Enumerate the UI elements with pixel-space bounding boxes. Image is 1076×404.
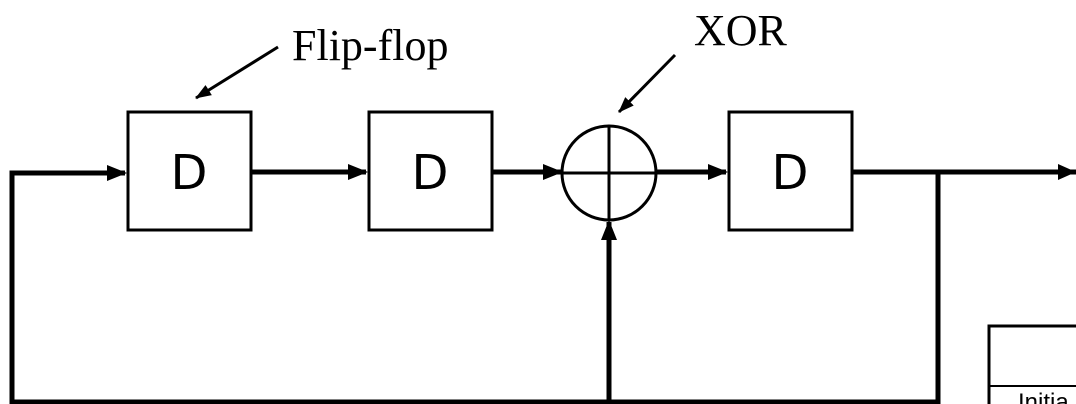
flip-flop-3-label: D bbox=[772, 145, 809, 201]
xor-label: XOR bbox=[694, 6, 788, 55]
xor-gate bbox=[560, 124, 658, 222]
flipflop-label: Flip-flop bbox=[292, 21, 448, 70]
flipflop-pointer-arrow bbox=[195, 45, 279, 100]
feedback-wire bbox=[9, 165, 941, 404]
output-arrow-head bbox=[1058, 164, 1076, 180]
flip-flop-1: D bbox=[126, 110, 253, 232]
flip-flop-2-label: D bbox=[412, 145, 449, 201]
flip-flop-1-label: D bbox=[171, 145, 208, 201]
table-initial-label: Initia bbox=[1018, 389, 1069, 404]
flip-flop-2: D bbox=[367, 110, 494, 232]
xor-pointer-arrow bbox=[617, 53, 677, 114]
flip-flop-3: D bbox=[727, 110, 854, 232]
state-table-fragment: Initia bbox=[987, 324, 1076, 404]
